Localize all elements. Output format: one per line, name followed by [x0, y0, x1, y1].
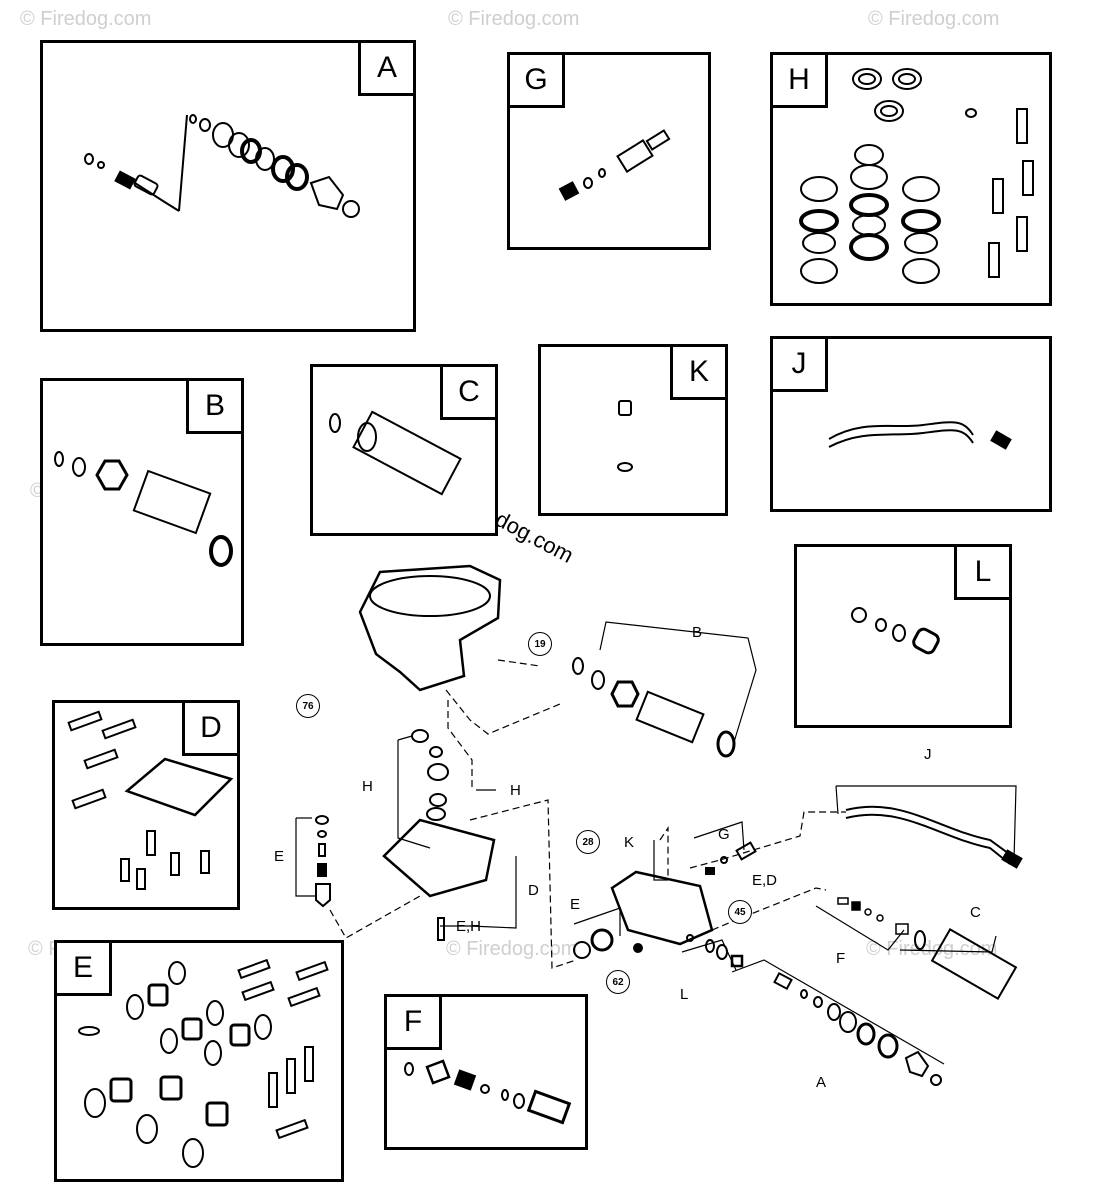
callout-62: 62 — [606, 970, 630, 994]
inset-g: G — [507, 52, 711, 250]
label-h-left: H — [362, 778, 373, 795]
label-e-d: E,D — [752, 872, 778, 889]
label-e-mid: E — [570, 896, 581, 913]
inset-l-parts — [851, 607, 940, 655]
inset-g-label: G — [510, 55, 565, 108]
inset-k: K — [538, 344, 728, 516]
label-d: D — [528, 882, 539, 899]
callout-76: 76 — [296, 694, 320, 718]
inset-h: H — [770, 52, 1052, 306]
callout-19: 19 — [528, 632, 552, 656]
callout-45: 45 — [728, 900, 752, 924]
inset-j-parts — [828, 421, 1012, 450]
inset-e-label: E — [57, 943, 112, 996]
inset-l: L — [794, 544, 1012, 728]
label-h-right: H — [510, 782, 521, 799]
inset-h-label: H — [773, 55, 828, 108]
inset-d: D — [52, 700, 240, 910]
inset-f-label: F — [387, 997, 442, 1050]
inset-j: J — [770, 336, 1052, 512]
inset-c-parts — [329, 410, 462, 496]
label-l: L — [680, 986, 689, 1003]
label-k: K — [624, 834, 635, 851]
label-j: J — [924, 746, 932, 763]
inset-j-label: J — [773, 339, 828, 392]
label-e-h: E,H — [456, 918, 482, 935]
label-g: G — [718, 826, 730, 843]
inset-d-parts — [67, 710, 234, 890]
label-a: A — [816, 1074, 827, 1091]
inset-b: B — [40, 378, 244, 646]
inset-b-parts — [54, 451, 233, 567]
inset-a-label: A — [358, 43, 413, 96]
label-e-left: E — [274, 848, 285, 865]
inset-f-parts — [404, 1059, 572, 1125]
inset-a-parts — [84, 114, 360, 218]
inset-a: A — [40, 40, 416, 332]
inset-l-label: L — [954, 547, 1009, 600]
inset-f: F — [384, 994, 588, 1150]
label-c: C — [970, 904, 981, 921]
inset-g-parts — [558, 129, 671, 201]
inset-d-label: D — [182, 703, 237, 756]
inset-k-parts — [617, 400, 633, 472]
inset-c-label: C — [440, 367, 495, 420]
inset-h-parts — [799, 68, 1034, 284]
label-f: F — [836, 950, 846, 967]
label-b: B — [692, 624, 703, 641]
inset-b-label: B — [186, 381, 241, 434]
inset-e-parts — [78, 958, 329, 1168]
inset-e: E — [54, 940, 344, 1182]
inset-k-label: K — [670, 347, 725, 400]
inset-c: C — [310, 364, 498, 536]
callout-28: 28 — [576, 830, 600, 854]
